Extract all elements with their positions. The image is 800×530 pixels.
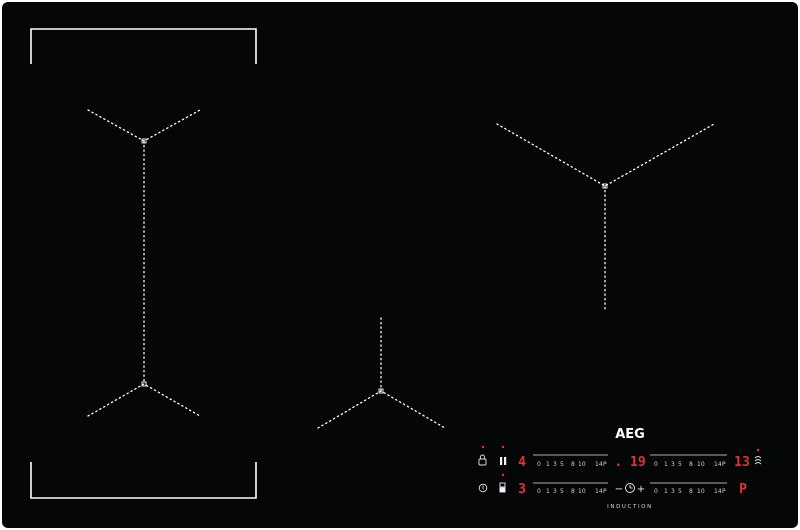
scale-label: 10: [697, 488, 705, 495]
brand-logo: AEG: [615, 427, 645, 442]
bridge-indicator-light: [501, 473, 505, 477]
scale-label: 8: [571, 488, 575, 495]
slider-scale: 0 1 3 5 8 10 14 P: [537, 488, 607, 495]
top-left-power-slider[interactable]: 0 1 3 5 8 10 14 P: [533, 454, 608, 468]
scale-label: 5: [678, 488, 682, 495]
bottom-left-power-slider[interactable]: 0 1 3 5 8 10 14 P: [533, 482, 608, 495]
hob2hood-button[interactable]: [754, 456, 762, 465]
bridge-button[interactable]: [499, 482, 506, 493]
scale-label: 0: [537, 488, 541, 495]
zone-marker-right-arms: [496, 123, 715, 187]
bottom-left-heat-display: 3: [518, 482, 526, 497]
lock-button[interactable]: [478, 454, 487, 466]
induction-label: INDUCTION: [607, 504, 653, 510]
bridge-zone-bracket-bottom: [30, 462, 257, 499]
zone-center-middle: [378, 388, 384, 394]
scale-label: 14: [714, 461, 722, 468]
scale-label: 3: [671, 461, 675, 468]
zone-marker-left-bottom: [87, 383, 201, 417]
scale-label: 10: [578, 488, 586, 495]
slider-scale: 0 1 3 5 8 10 14 P: [537, 461, 607, 468]
zone-center-left-bottom: [141, 381, 147, 387]
scale-label: 5: [678, 461, 682, 468]
scale-label: 0: [537, 461, 541, 468]
bridge-zone-bracket-top: [30, 28, 257, 64]
hob2hood-indicator-light: [756, 448, 760, 452]
scale-label: 8: [689, 488, 693, 495]
scale-label: 5: [560, 461, 564, 468]
zone-centers: [141, 138, 608, 394]
scale-label: 5: [560, 488, 564, 495]
scale-label: 14: [595, 488, 603, 495]
slider-scale: 0 1 3 5 8 10 14 P: [654, 461, 726, 468]
bridge-icon: [499, 482, 506, 493]
pause-indicator-light: [501, 445, 505, 449]
scale-label: 1: [664, 461, 668, 468]
bridge-zone: [30, 28, 257, 499]
timer-plus-button[interactable]: +: [637, 484, 645, 495]
zone-marker-middle-arms: [317, 390, 446, 429]
top-left-heat-display: 4: [518, 455, 526, 470]
scale-label: 0: [654, 461, 658, 468]
timer-display: . 19: [614, 455, 645, 470]
zone-center-left-top: [141, 138, 147, 144]
timer-minus-button[interactable]: −: [615, 484, 623, 495]
timer-controls: − +: [615, 483, 645, 495]
top-right-heat-display: 13: [734, 455, 750, 470]
lock-icon: [478, 454, 487, 466]
scale-label: 3: [671, 488, 675, 495]
scale-label: 1: [664, 488, 668, 495]
scale-label: 3: [553, 488, 557, 495]
scale-label: 14: [595, 461, 603, 468]
scale-label: 3: [553, 461, 557, 468]
scale-label: P: [603, 488, 607, 495]
power-button[interactable]: [478, 483, 488, 493]
scale-label: 14: [714, 488, 722, 495]
timer-icon: [625, 483, 635, 493]
bottom-right-heat-display: P: [739, 482, 747, 497]
pause-button[interactable]: [500, 457, 507, 465]
power-icon: [478, 483, 488, 493]
zone-center-right: [602, 183, 608, 189]
scale-label: 0: [654, 488, 658, 495]
scale-label: 1: [546, 461, 550, 468]
hob2hood-icon: [754, 456, 762, 465]
bottom-right-power-slider[interactable]: 0 1 3 5 8 10 14 P: [650, 482, 727, 495]
scale-label: P: [603, 461, 607, 468]
lock-indicator-light: [481, 445, 485, 449]
scale-label: 8: [571, 461, 575, 468]
scale-label: 10: [578, 461, 586, 468]
top-right-power-slider[interactable]: 0 1 3 5 8 10 14 P: [650, 454, 727, 468]
scale-label: P: [722, 461, 726, 468]
pause-icon: [500, 457, 507, 465]
scale-label: 1: [546, 488, 550, 495]
scale-label: P: [722, 488, 726, 495]
scale-label: 8: [689, 461, 693, 468]
zone-markers: [87, 109, 715, 429]
scale-label: 10: [697, 461, 705, 468]
slider-scale: 0 1 3 5 8 10 14 P: [654, 488, 726, 495]
